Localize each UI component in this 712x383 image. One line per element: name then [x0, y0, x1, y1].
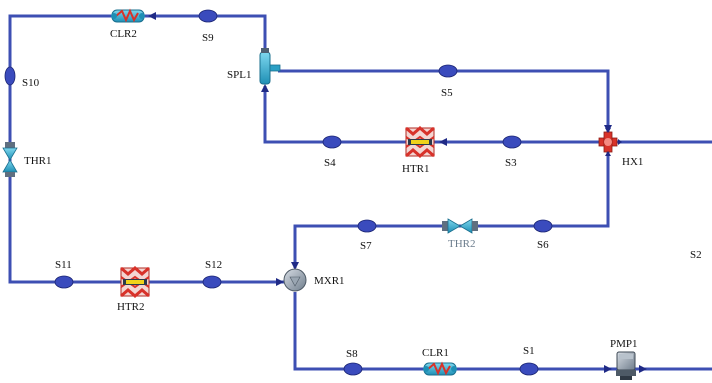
stream-node-s11[interactable] [54, 275, 74, 289]
unit-label-htr1: HTR1 [402, 163, 430, 175]
arrow-into-mxr1-left [276, 278, 284, 286]
cooler-clr1[interactable] [423, 361, 457, 376]
stream-node-s6[interactable] [533, 219, 553, 233]
pipe-network [8, 14, 712, 371]
pipe-s5 [278, 69, 610, 132]
unit-label-mxr1: MXR1 [314, 275, 345, 287]
stream-label-s1: S1 [523, 345, 535, 357]
heater-htr2[interactable] [120, 266, 150, 298]
stream-node-s3[interactable] [502, 135, 522, 149]
pipe-s9 [8, 14, 267, 150]
unit-label-thr2: THR2 [448, 238, 476, 250]
pipe-s4 [263, 86, 600, 144]
cooler-clr2[interactable] [111, 8, 145, 23]
stream-label-s11: S11 [55, 259, 72, 271]
arrow-s9-left [148, 12, 156, 20]
arrow-into-mxr1-top [291, 262, 299, 270]
stream-node-s12[interactable] [202, 275, 222, 289]
unit-labels: CLR2 SPL1 THR1 HTR1 HX1 THR2 MXR1 HTR2 C… [24, 28, 643, 359]
stream-node-s4[interactable] [322, 135, 342, 149]
heater-htr1[interactable] [405, 126, 435, 158]
stream-node-s5[interactable] [438, 64, 458, 78]
stream-label-s7: S7 [360, 240, 372, 252]
stream-label-s10: S10 [22, 77, 40, 89]
unit-label-clr1: CLR1 [422, 347, 449, 359]
arrow-pmp1-out [639, 365, 647, 373]
unit-label-hx1: HX1 [622, 156, 643, 168]
pipe-s8 [293, 292, 712, 371]
unit-label-clr2: CLR2 [110, 28, 137, 40]
splitter-spl1[interactable] [259, 48, 281, 85]
stream-node-s10[interactable] [4, 66, 16, 86]
stream-label-s2: S2 [690, 249, 702, 261]
stream-node-s1[interactable] [519, 362, 539, 376]
pump-pmp1[interactable] [616, 351, 636, 380]
heat-exchanger-hx1[interactable] [598, 128, 622, 156]
unit-label-thr1: THR1 [24, 155, 52, 167]
unit-label-pmp1: PMP1 [610, 338, 638, 350]
arrow-into-pmp1 [604, 365, 612, 373]
stream-label-s6: S6 [537, 239, 549, 251]
stream-node-s9[interactable] [198, 9, 218, 23]
unit-label-htr2: HTR2 [117, 301, 145, 313]
pipe-s6 [293, 150, 610, 268]
arrow-into-spl1 [261, 84, 269, 92]
stream-node-s8[interactable] [343, 362, 363, 376]
stream-label-s4: S4 [324, 157, 336, 169]
pipe-s11 [8, 150, 295, 284]
valve-thr2[interactable] [442, 218, 478, 234]
flow-arrows [148, 12, 647, 373]
stream-labels: S9 S10 S5 S4 S3 S7 S6 S2 S11 S12 S8 S1 [22, 32, 702, 360]
stream-label-s8: S8 [346, 348, 358, 360]
stream-label-s5: S5 [441, 87, 453, 99]
stream-label-s9: S9 [202, 32, 214, 44]
stream-label-s12: S12 [205, 259, 222, 271]
valve-thr1[interactable] [2, 142, 18, 177]
arrow-s4-left [439, 138, 447, 146]
mixer-mxr1[interactable] [283, 268, 307, 292]
stream-node-s7[interactable] [357, 219, 377, 233]
stream-label-s3: S3 [505, 157, 517, 169]
stream-nodes [4, 9, 553, 376]
unit-label-spl1: SPL1 [227, 69, 251, 81]
